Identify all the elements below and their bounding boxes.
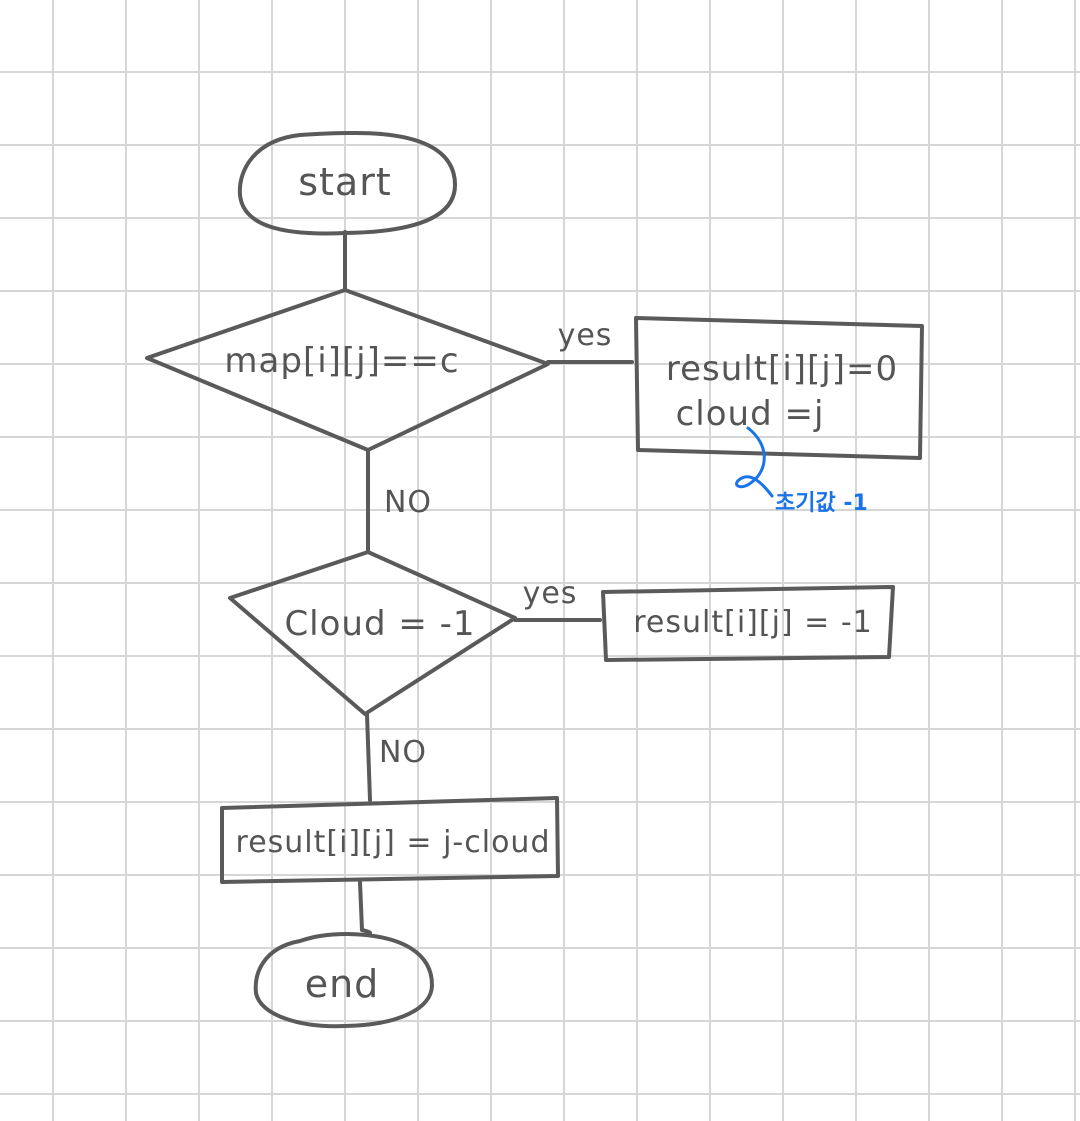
- start-terminal: [237, 130, 457, 236]
- decision1-no-label: NO: [384, 485, 432, 520]
- process3-box: [220, 796, 560, 884]
- decision2-label: Cloud = -1: [284, 604, 475, 644]
- connector-decision2-no: [365, 712, 372, 802]
- end-label: end: [305, 962, 380, 1006]
- process3-label: result[i][j] = j-cloud: [236, 825, 551, 860]
- decision1-yes-label: yes: [558, 318, 613, 353]
- end-terminal: [253, 932, 434, 1029]
- process2-box: [601, 585, 895, 662]
- decision2-no-label: NO: [379, 735, 427, 770]
- decision2-yes-label: yes: [523, 576, 578, 611]
- annotation-arrow: [735, 426, 774, 498]
- process1-box: [634, 316, 924, 460]
- annotation-note: 초기값 -1: [775, 491, 868, 516]
- process2-label: result[i][j] = -1: [633, 605, 872, 640]
- connector-process3-end: [358, 880, 372, 936]
- decision1-label: map[i][j]==c: [224, 341, 459, 381]
- process1-line1: result[i][j]=0: [666, 349, 898, 389]
- start-label: start: [298, 160, 392, 204]
